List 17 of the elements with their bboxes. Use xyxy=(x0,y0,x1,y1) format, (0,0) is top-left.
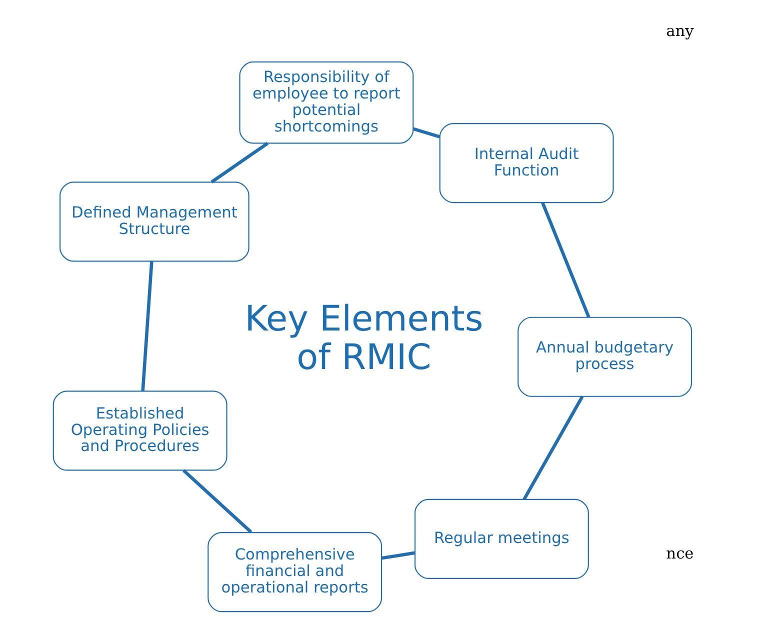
connector xyxy=(540,202,590,318)
connector xyxy=(380,551,415,560)
node-text: Key Elements of RMIC xyxy=(244,298,483,378)
connector xyxy=(182,469,252,534)
node-box: Regular meetings xyxy=(414,498,588,580)
connector xyxy=(522,396,584,500)
connector xyxy=(210,142,268,184)
node-box: Defined Management Structure xyxy=(59,182,249,262)
label: nce xyxy=(666,544,694,563)
node-box: Comprehensive financial and operational reports xyxy=(207,532,382,612)
label: any xyxy=(666,22,694,40)
connector xyxy=(412,127,440,138)
node-box: Responsibility of employee to report potential shortcomings xyxy=(238,61,414,144)
node-box: Internal Audit Function xyxy=(438,122,614,204)
node-box: Annual budgetary process xyxy=(517,316,692,397)
connector xyxy=(140,261,153,392)
node-box: Established Operating Policies and Procedures xyxy=(52,390,227,471)
